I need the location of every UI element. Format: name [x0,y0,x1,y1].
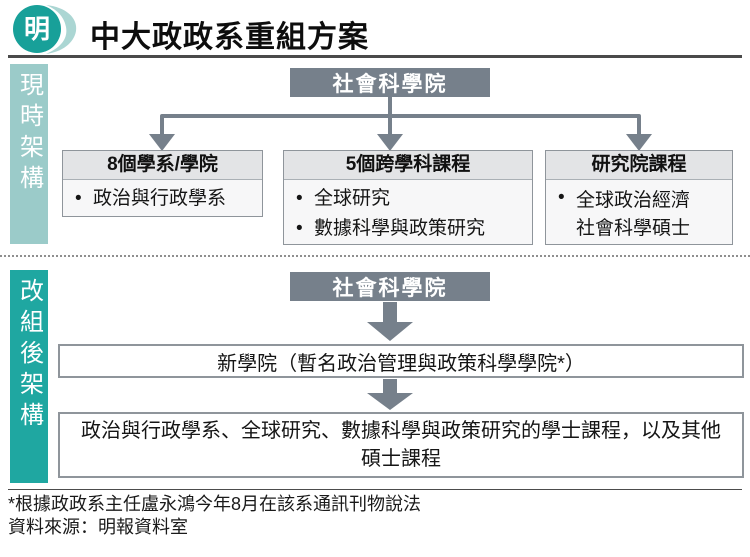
logo-character: 明 [24,15,50,45]
faculty-box-current: 社會科學院 [290,68,490,97]
list-item: 數據科學與政策研究 [294,214,526,244]
programmes-text: 政治與行政學系、全球研究、數據科學與政策研究的學士課程，以及其他碩士課程 [81,420,721,470]
new-school-box: 新學院（暫名政治管理與政策科學學院*） [58,344,744,378]
section-label-current: 現時架構 [10,64,48,244]
faculty-box-reorganized: 社會科學院 [290,272,490,301]
title-underline [8,55,742,58]
interdisciplinary-list: 全球研究 數據科學與政策研究 [284,184,532,244]
arrow-down-right-icon [626,134,652,151]
section-label-current-text: 現時架構 [15,72,43,196]
interdisciplinary-box-header: 5個跨學科課程 [284,151,532,180]
graduate-box: 研究院課程 全球政治經濟社會科學碩士 [545,150,733,245]
footer-divider [8,489,742,490]
block-arrow-down-icon [367,379,413,410]
list-item-text: 全球政治經濟社會科學碩士 [576,190,691,239]
mingpao-logo: 明 [13,5,77,54]
arrow-down-left-icon [149,134,175,151]
source-credit: 資料來源：明報資料室 [8,517,188,537]
section-divider [0,255,750,257]
graduate-box-header: 研究院課程 [546,151,732,180]
list-item: 全球研究 [294,184,526,214]
list-item: 全球政治經濟社會科學碩士 [556,184,726,243]
list-item: 政治與行政學系 [73,184,256,214]
programmes-box: 政治與行政學系、全球研究、數據科學與政策研究的學士課程，以及其他碩士課程 [58,412,744,478]
block-arrow-down-icon [367,302,413,341]
page-title: 中大政政系重組方案 [90,21,369,54]
logo-circle [13,5,61,53]
section-label-reorganized-text: 改組後架構 [15,278,43,433]
arrow-down-middle-icon [377,134,403,151]
new-school-text: 新學院（暫名政治管理與政策科學學院*） [217,352,585,375]
departments-list: 政治與行政學系 [63,184,262,214]
graduate-list: 全球政治經濟社會科學碩士 [546,184,732,243]
departments-box-header: 8個學系/學院 [63,151,262,180]
footnote: *根據政政系主任盧永鴻今年8月在該系通訊刊物說法 [8,494,422,514]
interdisciplinary-box: 5個跨學科課程 全球研究 數據科學與政策研究 [283,150,533,245]
departments-box: 8個學系/學院 政治與行政學系 [62,150,263,217]
logo-swoosh [46,5,77,54]
section-label-reorganized: 改組後架構 [10,270,48,483]
tree-connector-line [160,97,641,136]
